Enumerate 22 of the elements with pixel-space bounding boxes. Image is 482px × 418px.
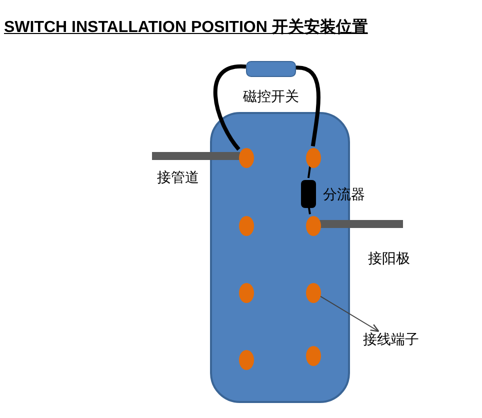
- terminal-dot: [239, 148, 254, 168]
- wire: [214, 64, 246, 151]
- part-label: 接管道: [157, 169, 199, 185]
- connecting-wire: [307, 166, 312, 178]
- terminal-dot: [239, 283, 254, 303]
- part-label: 磁控开关: [243, 88, 299, 104]
- title: SWITCH INSTALLATION POSITION 开关安装位置: [4, 20, 368, 36]
- housing-box: [210, 112, 350, 403]
- switch-bar: [246, 61, 296, 77]
- terminal-label: 接线端子: [363, 331, 423, 349]
- leader-arrow: [318, 294, 380, 332]
- terminal-dot: [306, 283, 321, 303]
- part-label: 接阳极: [368, 250, 410, 266]
- connecting-wire: [308, 206, 311, 214]
- shunt-box: [301, 180, 316, 208]
- terminal-dot: [306, 346, 321, 366]
- pipe-bar: [152, 152, 240, 160]
- terminal-dot: [306, 148, 321, 168]
- terminal-dot: [306, 216, 321, 236]
- terminal-dot: [239, 216, 254, 236]
- anode-bar: [318, 220, 403, 228]
- terminal-dot: [239, 350, 254, 370]
